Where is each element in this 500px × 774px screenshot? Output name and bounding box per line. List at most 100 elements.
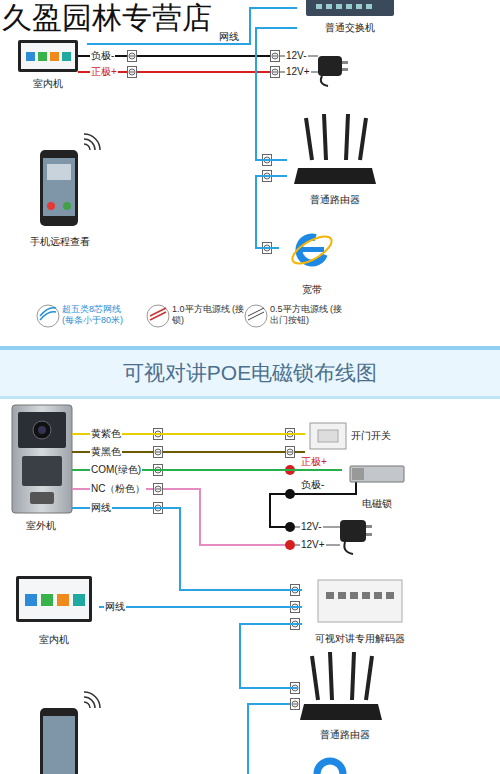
indoor-monitor <box>16 576 92 622</box>
indoor-monitor <box>26 52 35 61</box>
indoor-monitor <box>62 52 71 61</box>
switch-box: 普通交换机 <box>297 0 403 34</box>
power-wires-top <box>78 51 318 78</box>
outdoor-station <box>38 426 46 434</box>
decoder-box: 可视对讲专用解码器 <box>302 575 418 645</box>
signal-wires <box>286 447 295 458</box>
device-label: 室外机 <box>5 520 77 532</box>
power-adapter <box>344 542 353 554</box>
decoder <box>386 592 394 599</box>
indoor-monitor <box>41 594 53 606</box>
signal-wires <box>285 540 295 550</box>
diagram-title: 可视对讲POE电磁锁布线图 <box>0 350 500 396</box>
network-switch <box>346 4 352 9</box>
ie-icon <box>288 231 335 269</box>
wire-label: 网线 <box>104 601 126 613</box>
network-switch <box>356 4 362 9</box>
title-band: 可视对讲POE电磁锁布线图 <box>0 346 500 399</box>
network-switch <box>306 0 394 16</box>
watermark: 久盈园林专营店 <box>2 0 212 36</box>
device-label: 室内机 <box>9 634 99 646</box>
decoder <box>350 592 358 599</box>
smartphone <box>84 134 100 150</box>
router <box>294 168 376 184</box>
ie-icon <box>317 761 343 774</box>
cable-legend-icons <box>245 305 267 327</box>
cable-connector <box>77 508 302 590</box>
outdoor-station <box>22 456 62 486</box>
power-wires-top <box>128 67 137 78</box>
signal-wires <box>285 489 295 499</box>
power-wires-top <box>271 51 280 62</box>
network-switch <box>306 0 394 16</box>
cable-legend-icons <box>147 305 169 327</box>
decoder <box>326 592 334 599</box>
indoor-monitor <box>57 594 69 606</box>
network-switch <box>326 4 332 9</box>
exit-button <box>310 423 346 449</box>
wire-label: 网线 <box>90 502 112 514</box>
power-adapter <box>318 56 348 86</box>
device-label: 宽带 <box>279 284 345 296</box>
indoor-monitor <box>18 40 78 72</box>
router <box>330 652 332 700</box>
wire-label: 12V- <box>300 521 323 533</box>
router-box: 普通路由器 <box>287 110 383 206</box>
power-adapter <box>340 520 372 554</box>
cable-connector <box>256 176 287 248</box>
phone-box: 手机远程查看 <box>17 146 103 248</box>
ie-icon <box>300 247 324 252</box>
router <box>300 652 382 720</box>
magnetic-lock <box>350 466 404 482</box>
signal-wires <box>285 522 295 532</box>
router-box: 普通路由器 <box>297 645 393 741</box>
device-label: 普通交换机 <box>297 22 403 34</box>
router <box>312 656 318 700</box>
outdoor-station <box>12 405 72 513</box>
wire-label: 12V+ <box>300 539 326 551</box>
lock-box: 电磁锁 <box>342 462 412 510</box>
network-switch <box>366 4 372 9</box>
cable-legend-icons <box>40 308 56 320</box>
device-label: 手机远程查看 <box>17 236 103 248</box>
legend-text: 0.5平方电源线 (接出门按钮) <box>270 304 342 325</box>
router <box>300 704 382 720</box>
device-label: 室内机 <box>9 78 87 90</box>
indoor-monitor <box>19 579 89 619</box>
legend-entry: 1.0平方电源线 (接锁) <box>172 304 244 326</box>
legend-entry: 0.5平方电源线 (接出门按钮) <box>270 304 342 326</box>
wire-label: 负极- <box>300 479 325 491</box>
smartphone <box>43 716 75 774</box>
smartphone <box>40 150 78 226</box>
wire-label: 黄紫色 <box>90 428 122 440</box>
network-cable <box>248 704 290 774</box>
device-label: 普通路由器 <box>287 194 383 206</box>
router <box>324 114 326 160</box>
network-switch <box>316 4 322 9</box>
device-label: 电磁锁 <box>342 498 412 510</box>
signal-wires <box>154 484 163 495</box>
indoor-monitor <box>25 594 37 606</box>
button-box: 开门开关 <box>305 420 405 452</box>
outdoor-station <box>12 405 72 513</box>
broadband-box: 宽带 <box>279 226 345 296</box>
device-box: 室外机 <box>5 402 77 532</box>
power-adapter <box>318 56 342 76</box>
device-box: 室内机 <box>9 572 99 646</box>
power-adapter <box>340 520 366 542</box>
power-adapter <box>366 525 372 528</box>
power-adapter <box>321 76 328 86</box>
power-adapter <box>342 68 348 71</box>
cable-legend-icons <box>37 305 59 327</box>
wire-label: 正极+ <box>300 456 328 468</box>
smartphone <box>63 202 71 210</box>
decoder <box>318 580 402 622</box>
wire-label: COM(绿色) <box>90 464 142 476</box>
smartphone <box>40 708 78 774</box>
smartphone <box>84 692 100 708</box>
wire-label: 12V- <box>285 50 308 62</box>
router <box>306 118 312 160</box>
power-adapter <box>342 61 348 64</box>
